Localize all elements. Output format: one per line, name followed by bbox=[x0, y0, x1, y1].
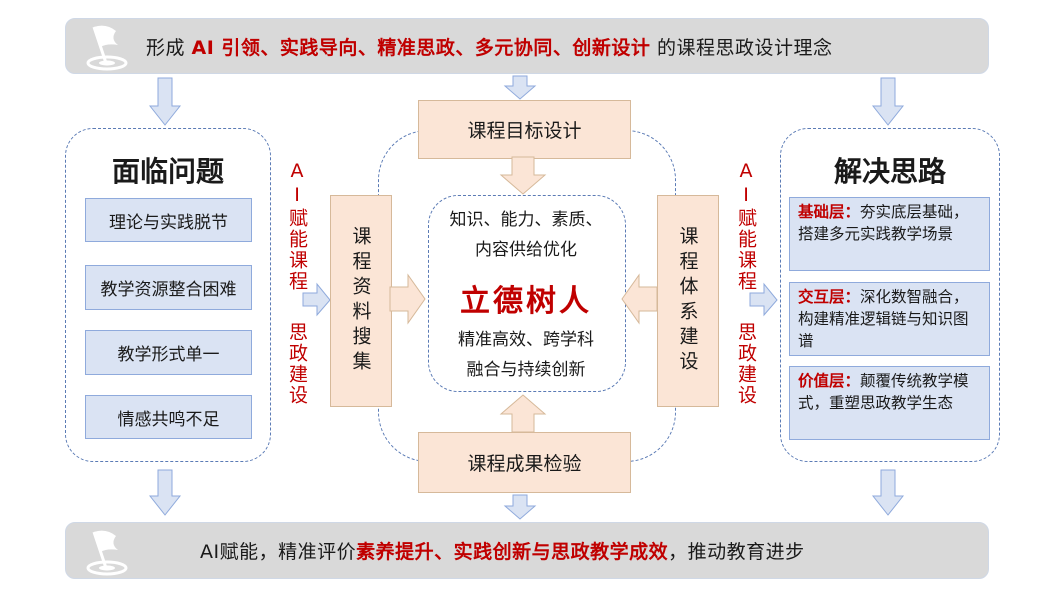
center-text-top: 知识、能力、素质、 内容供给优化 bbox=[430, 205, 622, 265]
solution-item: 基础层：夯实底层基础，搭建多元实践教学场景 bbox=[789, 197, 990, 271]
side-label-ai-empower: AI赋能课程 bbox=[286, 160, 308, 292]
problem-item: 情感共鸣不足 bbox=[85, 395, 252, 439]
up-arrow-icon bbox=[499, 394, 547, 433]
right-arrow-icon bbox=[302, 282, 331, 317]
side-label-ideology: 思政建设 bbox=[735, 322, 757, 406]
bottom-banner-prefix: AI赋能，精准评价 bbox=[200, 541, 357, 563]
down-arrow-icon bbox=[503, 75, 537, 100]
down-arrow-icon bbox=[148, 77, 182, 126]
bottom-banner-suffix: ，推动教育进步 bbox=[668, 541, 805, 563]
solution-text: 夯实底层基础，搭建多元实践教学场景 bbox=[798, 203, 969, 243]
center-line-1: 知识、能力、素质、 bbox=[449, 210, 603, 230]
center-line-3: 精准高效、跨学科 bbox=[458, 330, 594, 350]
course-goal-design: 课程目标设计 bbox=[418, 100, 631, 159]
down-arrow-icon bbox=[871, 77, 905, 126]
flag-target-icon bbox=[86, 25, 128, 71]
bottom-banner-highlight: 素养提升、实践创新与思政教学成效 bbox=[356, 541, 669, 563]
solutions-panel bbox=[780, 128, 1000, 462]
problems-title: 面临问题 bbox=[111, 155, 224, 188]
top-banner-prefix: 形成 bbox=[146, 36, 192, 59]
center-line-2: 内容供给优化 bbox=[475, 240, 577, 260]
down-arrow-icon bbox=[499, 156, 547, 195]
down-arrow-icon bbox=[503, 494, 537, 520]
solution-label: 交互层： bbox=[798, 288, 861, 306]
problem-item: 教学资源整合困难 bbox=[85, 265, 252, 310]
top-banner-suffix: 的课程思政设计理念 bbox=[650, 36, 833, 59]
course-material-collect: 课程资料搜集 bbox=[330, 195, 392, 407]
course-result-check: 课程成果检验 bbox=[418, 432, 631, 493]
center-line-4: 融合与持续创新 bbox=[466, 360, 586, 380]
side-label-ai-empower: AI赋能课程 bbox=[735, 160, 757, 292]
right-arrow-icon bbox=[389, 273, 426, 325]
center-text-bottom: 精准高效、跨学科 融合与持续创新 bbox=[430, 325, 622, 385]
center-core bbox=[428, 195, 626, 392]
top-banner-highlight: AI 引领、实践导向、精准思政、多元协同、创新设计 bbox=[191, 36, 651, 59]
problems-panel bbox=[65, 128, 271, 462]
down-arrow-icon bbox=[871, 469, 905, 516]
solution-label: 价值层： bbox=[798, 372, 861, 390]
course-system-build: 课程体系建设 bbox=[657, 195, 719, 407]
solutions-title: 解决思路 bbox=[833, 155, 946, 188]
course-material-collect-label: 课程资料搜集 bbox=[349, 226, 372, 376]
solution-text: 深化数智融合，构建精准逻辑链与知识图谱 bbox=[798, 288, 969, 350]
flag-target-icon bbox=[86, 530, 128, 575]
side-label-ideology: 思政建设 bbox=[286, 322, 308, 406]
top-banner: 形成 AI 引领、实践导向、精准思政、多元协同、创新设计 的课程思政设计理念 bbox=[65, 18, 989, 74]
core-value: 立德树人 bbox=[460, 284, 592, 319]
down-arrow-icon bbox=[148, 469, 182, 516]
right-arrow-icon bbox=[749, 282, 778, 317]
problem-item: 理论与实践脱节 bbox=[85, 198, 252, 242]
solution-item: 价值层：颠覆传统教学模式，重塑思政教学生态 bbox=[789, 366, 990, 440]
left-arrow-icon bbox=[621, 273, 658, 325]
bottom-banner: AI赋能，精准评价素养提升、实践创新与思政教学成效，推动教育进步 bbox=[65, 522, 989, 579]
solution-item: 交互层：深化数智融合，构建精准逻辑链与知识图谱 bbox=[789, 282, 990, 356]
course-system-build-label: 课程体系建设 bbox=[676, 226, 699, 376]
solution-text: 颠覆传统教学模式，重塑思政教学生态 bbox=[798, 372, 969, 412]
solution-label: 基础层： bbox=[798, 203, 861, 221]
problem-item: 教学形式单一 bbox=[85, 330, 252, 375]
